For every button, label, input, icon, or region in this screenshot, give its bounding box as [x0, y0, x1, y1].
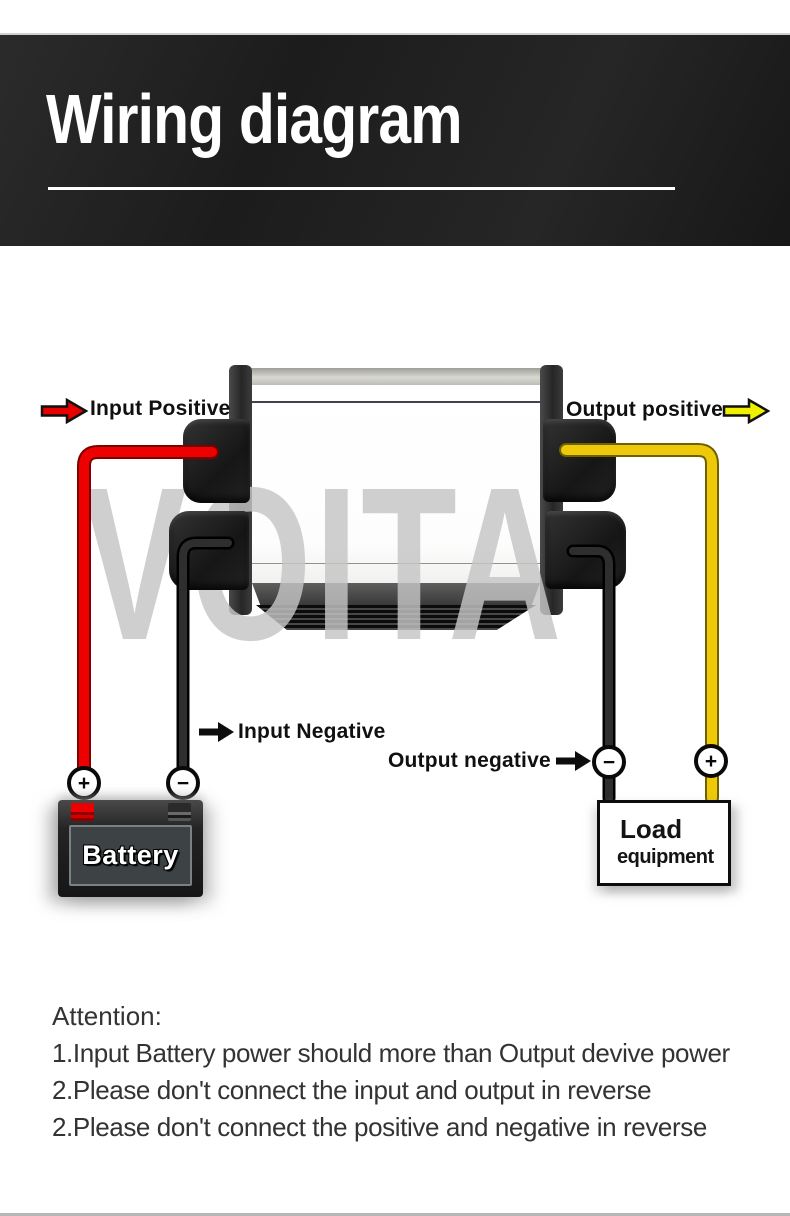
input-positive-connector	[183, 419, 250, 503]
device-seam	[252, 563, 540, 564]
output-positive-label: Output positive	[566, 398, 723, 421]
input-negative-connector	[169, 511, 249, 590]
battery-black-post	[168, 803, 191, 821]
battery-red-post	[71, 803, 94, 821]
attention-section: Attention: 1.Input Battery power should …	[52, 998, 730, 1146]
page-title: Wiring diagram	[46, 80, 463, 158]
load-label-line1: Load	[620, 814, 683, 844]
battery: Battery	[58, 800, 203, 897]
device-top-edge	[250, 368, 542, 385]
output-positive-connector	[543, 419, 616, 502]
output-positive-wire	[561, 445, 717, 803]
load-negative-terminal-icon: −	[592, 745, 626, 779]
battery-label: Battery	[82, 840, 179, 870]
device-heatsink-fins	[256, 605, 536, 630]
header-banner: Wiring diagram	[0, 33, 790, 246]
attention-heading: Attention:	[52, 1001, 162, 1031]
device-side-face	[252, 583, 540, 606]
output-negative-label: Output negative	[388, 749, 551, 772]
input-negative-label: Input Negative	[238, 720, 386, 743]
brand-watermark: VOITA	[82, 443, 565, 686]
black-arrow-icon	[556, 751, 591, 771]
red-arrow-icon	[40, 398, 88, 424]
black-arrow-icon	[199, 722, 234, 742]
title-underline	[48, 187, 675, 190]
load-positive-terminal-icon: +	[694, 744, 728, 778]
battery-panel: Battery	[69, 825, 192, 886]
attention-item-2: 2.Please don't connect the input and out…	[52, 1075, 652, 1105]
input-positive-label: Input Positive	[90, 397, 231, 420]
attention-item-3: 2.Please don't connect the positive and …	[52, 1112, 707, 1142]
battery-positive-terminal-icon: +	[67, 766, 101, 800]
attention-item-1: 1.Input Battery power should more than O…	[52, 1038, 730, 1068]
load-label-line2: equipment	[617, 846, 714, 868]
output-positive-wire-edge	[559, 443, 719, 805]
device-body	[250, 385, 542, 583]
load-equipment-box: Load equipment	[597, 800, 731, 886]
device-seam	[250, 401, 542, 403]
output-negative-connector	[545, 511, 626, 589]
battery-negative-terminal-icon: −	[166, 766, 200, 800]
yellow-arrow-icon	[722, 398, 770, 424]
